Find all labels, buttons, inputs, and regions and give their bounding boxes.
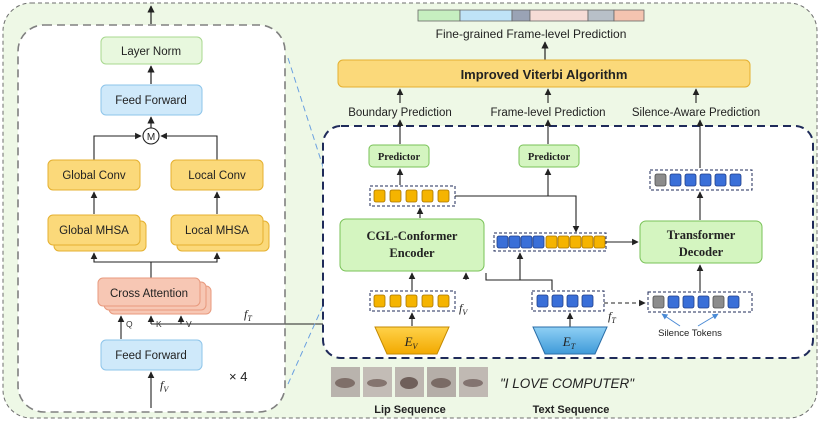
transformer-line2: Decoder — [679, 245, 724, 259]
et-label: ET — [562, 334, 576, 351]
frame-prediction-label: Frame-level Prediction — [490, 107, 605, 119]
cgl-line1: CGL-Conformer — [367, 229, 458, 243]
text-sequence-label: Text Sequence — [533, 404, 610, 416]
visual-feature-tokens — [373, 294, 450, 308]
lip-images — [331, 367, 488, 397]
transformer-line1: Transformer — [667, 228, 736, 242]
repeat-label: × 4 — [229, 369, 247, 384]
layer-norm-label: Layer Norm — [121, 46, 181, 58]
merge-node — [142, 127, 160, 145]
fv-left-label: fV — [160, 378, 169, 394]
left-block: Layer Norm Feed Forward M Global Conv Lo… — [17, 5, 330, 413]
global-conv-label: Global Conv — [62, 170, 126, 182]
predictor-1-label: Predictor — [378, 152, 421, 163]
predictor-2-label: Predictor — [528, 152, 571, 163]
silence-tokens-label: Silence Tokens — [658, 328, 722, 339]
fine-grained-title: Fine-grained Frame-level Prediction — [436, 27, 627, 41]
local-mhsa-label: Local MHSA — [185, 225, 249, 237]
cross-attention-label: Cross Attention — [110, 288, 188, 300]
k-label: K — [156, 319, 162, 329]
ev-label: EV — [404, 334, 419, 351]
global-mhsa-label: Global MHSA — [59, 225, 129, 237]
feed-forward-top-label: Feed Forward — [115, 95, 187, 107]
feed-forward-bottom-label: Feed Forward — [115, 350, 187, 362]
ev-encoder — [374, 326, 450, 355]
main-block: Predictor Predictor CGL-Conformer Encode… — [322, 119, 814, 359]
lip-sequence-label: Lip Sequence — [374, 404, 446, 416]
fv-main-label: fV — [459, 301, 468, 317]
local-conv-label: Local Conv — [188, 170, 246, 182]
silence-prediction-label: Silence-Aware Prediction — [632, 107, 760, 119]
boundary-prediction-label: Boundary Prediction — [348, 107, 452, 119]
viterbi-label: Improved Viterbi Algorithm — [461, 67, 628, 82]
fine-grained-bar — [417, 9, 645, 22]
left-block-frame — [17, 24, 286, 413]
merge-symbol: M — [147, 132, 155, 143]
quote-text: "I LOVE COMPUTER" — [500, 376, 635, 391]
concat-tokens — [496, 235, 606, 249]
encoder-output-tokens — [373, 189, 450, 203]
ft-left-label: fT — [244, 307, 252, 323]
v-label: V — [186, 319, 192, 329]
q-label: Q — [126, 319, 133, 329]
et-encoder — [532, 326, 608, 355]
cgl-line2: Encoder — [389, 246, 435, 260]
ft-main-label: fT — [608, 309, 616, 325]
